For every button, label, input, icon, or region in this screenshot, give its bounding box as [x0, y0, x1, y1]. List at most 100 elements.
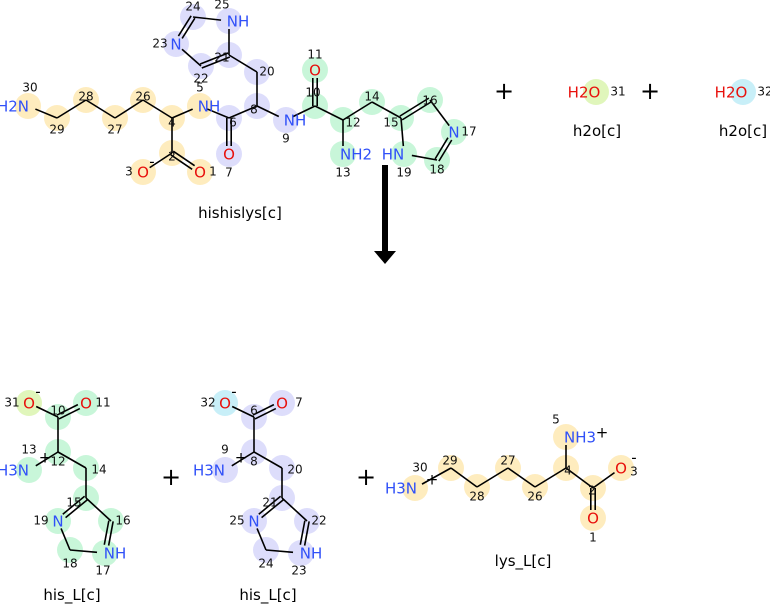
atom[interactable]: O11	[307, 48, 322, 80]
atom-symbol: NH	[227, 13, 250, 31]
atom[interactable]: 27	[500, 454, 515, 468]
atom[interactable]: 27	[107, 123, 122, 137]
atom[interactable]: 16	[422, 94, 437, 108]
atom[interactable]: NH5	[196, 81, 220, 116]
charge-plus: +	[39, 449, 52, 467]
single-bond	[231, 405, 255, 418]
atom[interactable]: 22	[193, 72, 208, 86]
atom[interactable]: 24	[185, 0, 200, 14]
atom-number: 9	[282, 132, 290, 146]
atom[interactable]: 20	[287, 463, 302, 477]
single-bond	[507, 467, 536, 488]
atom[interactable]: 6	[250, 404, 258, 418]
atom-number: 18	[429, 163, 444, 177]
atom[interactable]: O7	[223, 146, 235, 180]
atom[interactable]: 4	[564, 464, 572, 478]
metabolite-label[interactable]: his_L[c]	[239, 586, 296, 605]
atom-symbol: H2O	[568, 84, 601, 102]
atom[interactable]: 12	[50, 455, 65, 469]
atom[interactable]: N19	[33, 513, 63, 531]
atom[interactable]: 16	[115, 514, 130, 528]
atom[interactable]: 24	[258, 557, 273, 571]
atom[interactable]: 8	[250, 103, 258, 117]
metabolite-label[interactable]: h2o[c]	[719, 122, 767, 140]
single-bond	[181, 48, 202, 67]
atom[interactable]: 10	[50, 404, 65, 418]
atom[interactable]: 28	[469, 490, 484, 504]
atom[interactable]: 8	[250, 455, 258, 469]
atom[interactable]: 2	[588, 484, 596, 498]
atom[interactable]: 4	[168, 116, 176, 130]
atom[interactable]: 26	[135, 90, 150, 104]
atom[interactable]: N25	[229, 513, 259, 531]
atom[interactable]: 29	[49, 123, 64, 137]
metabolite-label[interactable]: hishislys[c]	[198, 204, 282, 222]
atom-number: 7	[295, 396, 303, 410]
atom[interactable]: O3-	[125, 153, 155, 182]
double-bond	[199, 52, 229, 65]
atom[interactable]: N23	[152, 36, 181, 54]
atom[interactable]: 15	[383, 116, 398, 130]
atom[interactable]: 12	[345, 116, 360, 130]
single-bond	[565, 467, 594, 489]
atom-number: 27	[107, 123, 122, 137]
atom-symbol: O	[276, 395, 288, 413]
atom[interactable]: 21	[262, 496, 277, 510]
atom[interactable]: 10	[305, 86, 320, 100]
atom[interactable]: 20	[259, 65, 274, 79]
atom[interactable]: 21	[214, 51, 229, 65]
atom[interactable]: O1	[587, 510, 599, 545]
atom[interactable]: 22	[311, 514, 326, 528]
atom[interactable]: 18	[62, 557, 77, 571]
atom[interactable]: 18	[429, 163, 444, 177]
metabolite-label[interactable]: h2o[c]	[573, 122, 621, 140]
charge-minus: -	[631, 449, 636, 467]
atom[interactable]: 29	[442, 454, 457, 468]
atom[interactable]: 15	[66, 496, 81, 510]
single-bond	[314, 105, 344, 121]
atom[interactable]: 14	[364, 90, 379, 104]
atom[interactable]: 28	[78, 90, 93, 104]
atom[interactable]: 14	[91, 463, 106, 477]
atom-number: 12	[50, 455, 65, 469]
double-bond	[65, 499, 88, 519]
atom-number: 15	[383, 116, 398, 130]
atom[interactable]: 26	[527, 490, 542, 504]
atom[interactable]: 2	[168, 150, 176, 164]
single-bond	[69, 549, 98, 554]
atom-symbol: H3N	[385, 480, 417, 498]
metabolite-label[interactable]: lys_L[c]	[495, 552, 552, 571]
atom[interactable]: NH9	[282, 112, 306, 146]
atom[interactable]: O32-	[200, 383, 236, 413]
double-bond	[434, 137, 449, 160]
atom-number: 30	[412, 461, 427, 475]
atom-number: 17	[461, 125, 476, 139]
atom[interactable]: 6	[229, 116, 237, 130]
metabolite-label[interactable]: his_L[c]	[43, 586, 100, 605]
atom[interactable]: O31-	[4, 383, 40, 413]
